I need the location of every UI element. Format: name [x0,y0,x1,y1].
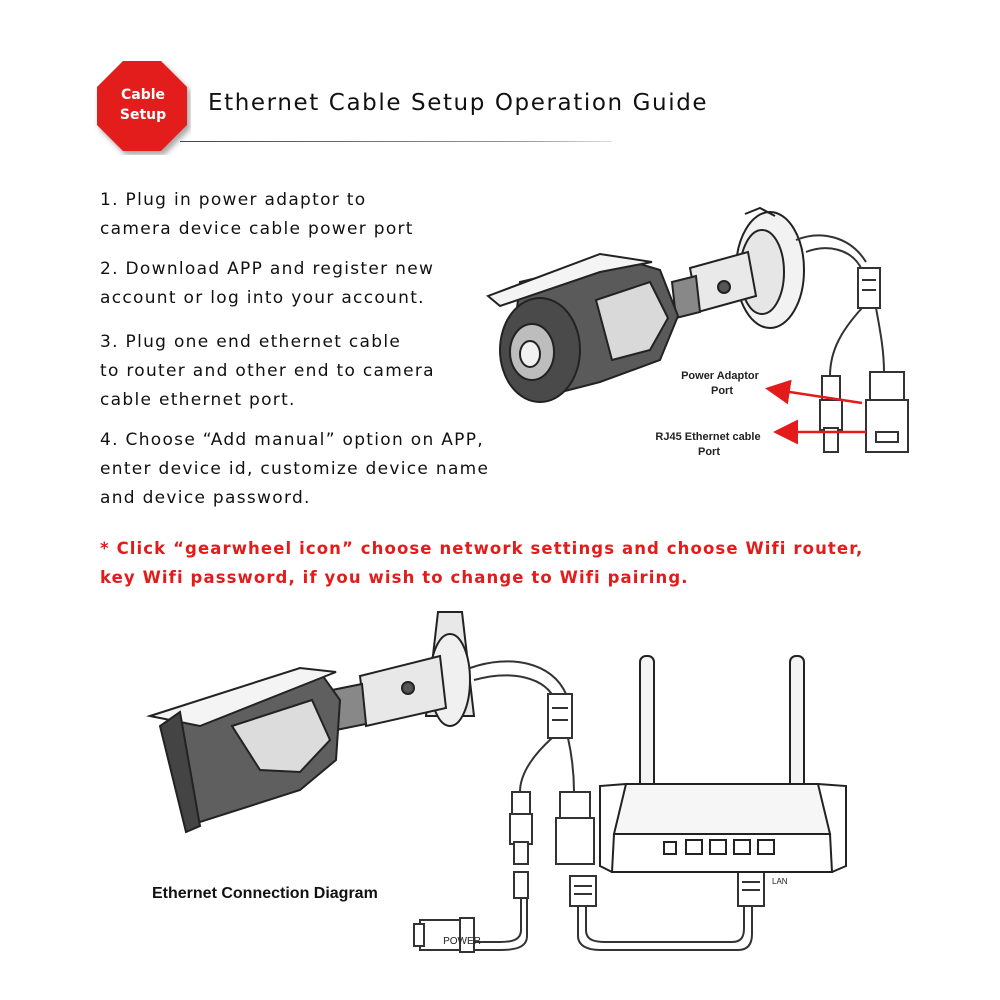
rj45-port-label-line1: RJ45 Ethernet cable [655,431,760,443]
step-2-line2: account or log into your account. [100,288,425,308]
step-3-line2: to router and other end to camera [100,361,435,381]
power-usb-cable [413,871,529,953]
router-icon [599,655,847,873]
step-3: 3. Plug one end ethernet cable to router… [100,328,435,415]
octagon-badge-icon: Cable Setup [97,61,187,151]
bottom-camera-icon [146,611,476,834]
badge-line1: Cable [121,87,165,103]
step-1: 1. Plug in power adaptor to camera devic… [100,186,414,244]
step-4-line3: and device password. [100,488,311,508]
bottom-splitter-cable [469,660,595,865]
top-camera-icon [486,206,805,403]
top-port-labels: Power Adaptor Port RJ45 Ethernet cable P… [655,370,866,458]
wifi-note-line1: * Click “gearwheel icon” choose network … [100,539,864,558]
step-2-line1: 2. Download APP and register new [100,259,435,279]
power-tag: POWER [443,936,481,947]
step-1-line2: camera device cable power port [100,219,414,239]
power-port-arrow [765,379,863,405]
top-splitter-cable [795,234,909,453]
step-4: 4. Choose “Add manual” option on APP, en… [100,426,489,513]
title-divider [180,141,612,142]
rj45-port-label-line2: Port [698,446,720,458]
step-1-line1: 1. Plug in power adaptor to [100,190,367,210]
step-3-line3: cable ethernet port. [100,390,296,410]
page-title: Ethernet Cable Setup Operation Guide [208,90,709,116]
power-port-label-line1: Power Adaptor [681,370,760,382]
badge-line2: Setup [120,107,166,123]
wifi-note-line2: key Wifi password, if you wish to change… [100,568,689,587]
cable-setup-badge: Cable Setup [93,57,191,155]
ethernet-cable [569,871,765,951]
lan-tag: LAN [772,877,788,886]
connection-diagram-caption: Ethernet Connection Diagram [152,885,378,902]
step-4-line2: enter device id, customize device name [100,459,490,479]
step-4-line1: 4. Choose “Add manual” option on APP, [100,430,484,450]
power-port-label-line2: Port [711,385,733,397]
wifi-note: * Click “gearwheel icon” choose network … [100,534,863,592]
step-2: 2. Download APP and register new account… [100,255,434,313]
step-3-line1: 3. Plug one end ethernet cable [100,332,402,352]
